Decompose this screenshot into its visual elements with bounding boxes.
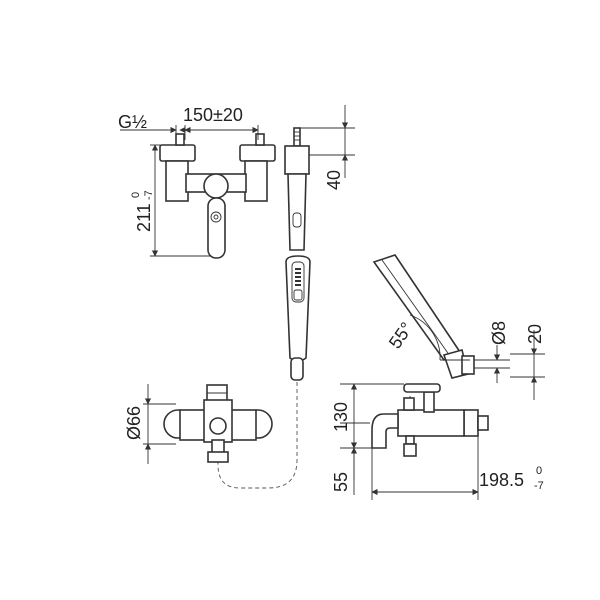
- dimension-height-top: 211 0 -7: [130, 144, 210, 257]
- dimension-body-height: 130: [331, 383, 404, 449]
- dimension-projection: 198.5 0 -7: [371, 436, 544, 500]
- dimension-holder-height: 40: [300, 105, 355, 190]
- dimension-holder-offset: 20: [510, 324, 545, 400]
- holder-offset-label: 20: [525, 324, 545, 344]
- angle-label: 55°: [385, 319, 417, 353]
- hand-shower-side: [372, 254, 475, 379]
- hose: [217, 382, 298, 489]
- projection-label: 198.5: [479, 470, 524, 490]
- projection-tol-lower: -7: [534, 480, 544, 492]
- bath-mixer-side: [371, 383, 489, 457]
- bath-mixer-front: [163, 384, 273, 463]
- spout-height-label: 55: [331, 472, 351, 492]
- pin-diameter-label: Ø8: [489, 321, 509, 345]
- body-height-label: 130: [331, 402, 351, 432]
- height-top-tol-upper: 0: [130, 192, 142, 198]
- dimension-pin: Ø8: [474, 321, 510, 383]
- shower-holder-top: [284, 127, 310, 251]
- mixer-top-view: [159, 133, 276, 259]
- holder-height-label: 40: [324, 170, 344, 190]
- center-distance-label: 150±20: [183, 105, 243, 125]
- height-top-label: 211: [134, 203, 154, 232]
- thread-label: G½: [118, 112, 147, 132]
- hand-shower-front: [285, 255, 311, 381]
- dimension-center-distance: G½ 150±20: [118, 105, 259, 140]
- dimension-rosette-diameter: Ø66: [124, 384, 176, 464]
- dimension-spout-height: 55: [331, 422, 370, 495]
- height-top-tol-lower: -7: [143, 190, 155, 200]
- projection-tol-upper: 0: [536, 465, 542, 477]
- rosette-diameter-label: Ø66: [124, 406, 144, 440]
